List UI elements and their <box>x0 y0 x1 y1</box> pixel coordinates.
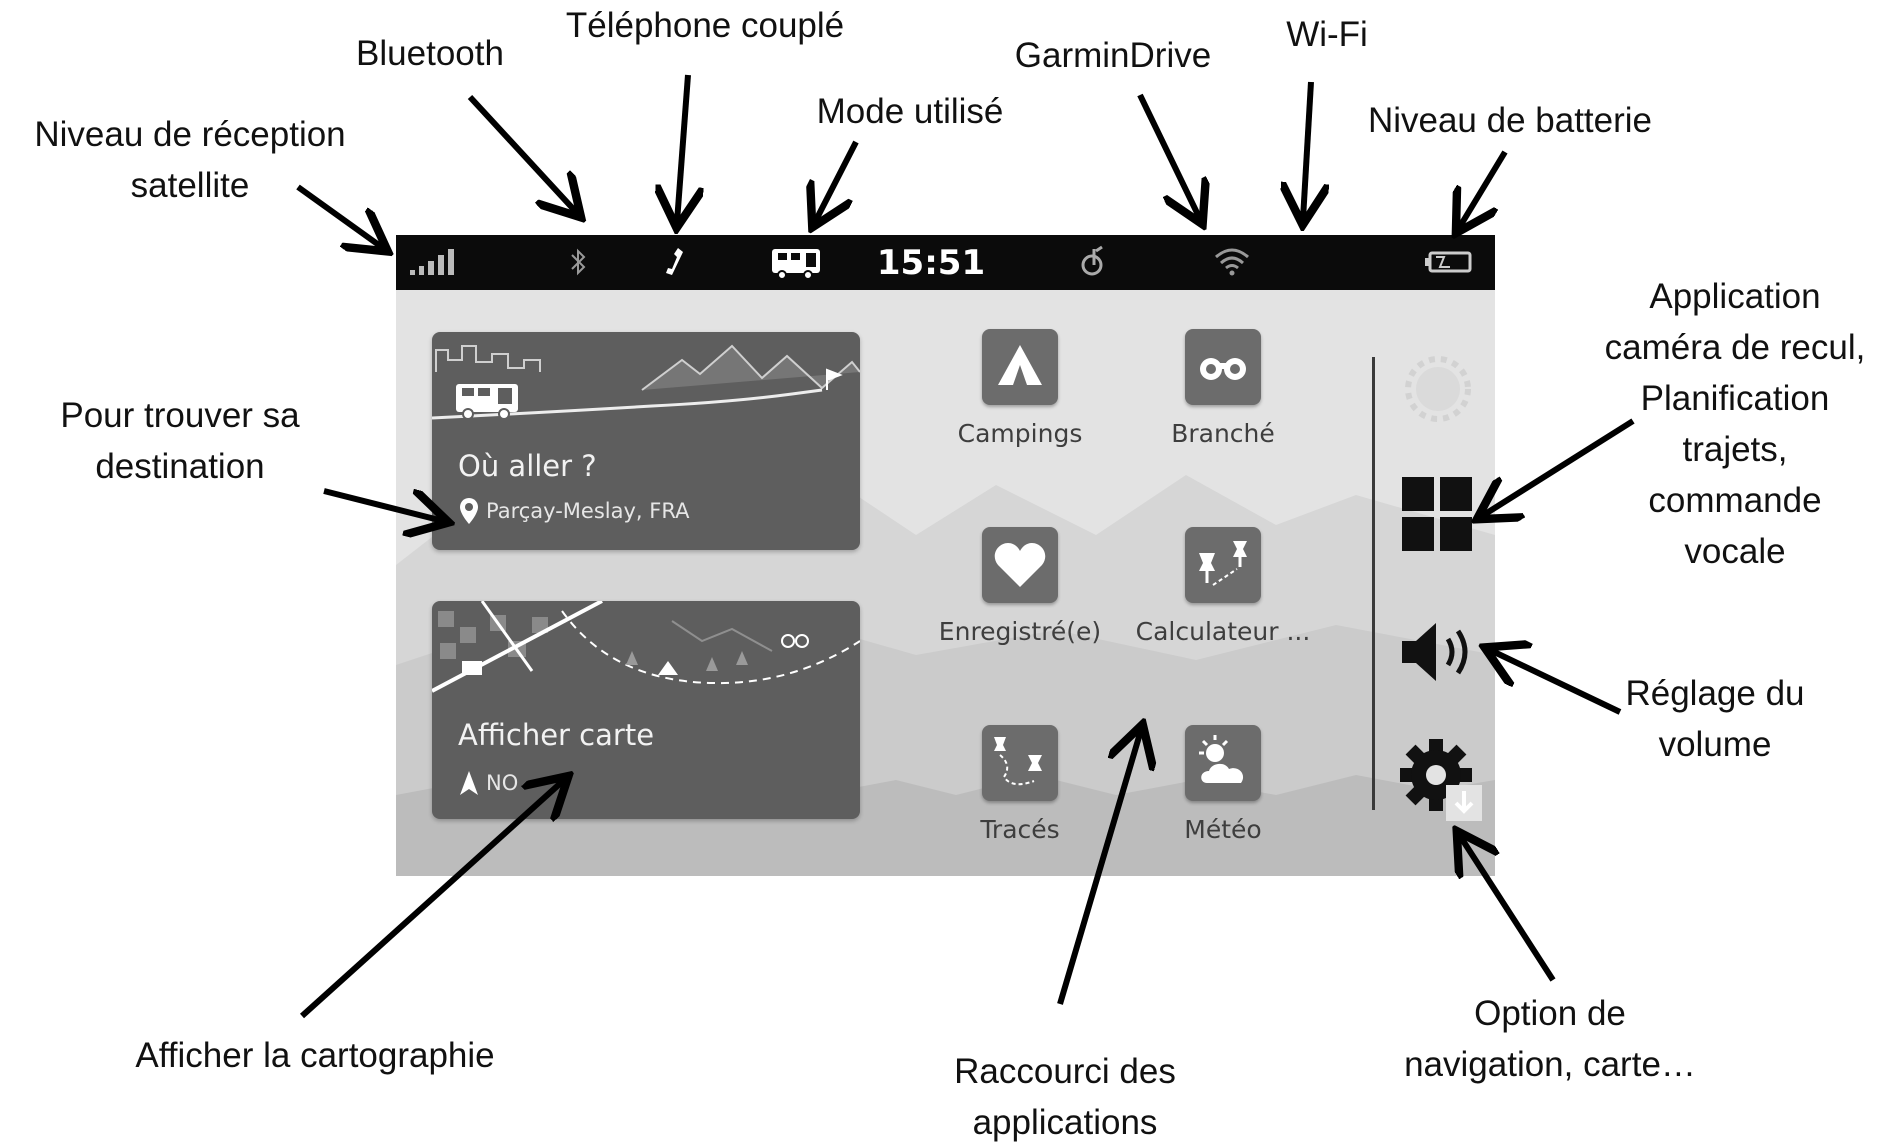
app-calculator[interactable]: Calculateur ... <box>1123 527 1323 667</box>
label-shortcuts: Raccourci des applications <box>920 1046 1210 1148</box>
signal-bars-icon <box>410 249 454 275</box>
label-wifi: Wi-Fi <box>1262 9 1392 60</box>
app-branche[interactable]: Branché <box>1123 329 1323 469</box>
label-volume-line2: volume <box>1658 725 1772 764</box>
app-label: Calculateur ... <box>1135 617 1311 646</box>
sidebar-divider <box>1372 357 1375 810</box>
north-arrow-icon <box>460 771 478 795</box>
apps-grid-icon[interactable] <box>1400 475 1474 555</box>
where-to-title: Où aller ? <box>458 449 597 483</box>
label-garmindrive-text: GarminDrive <box>1014 36 1212 75</box>
garmindrive-icon <box>1081 245 1103 276</box>
label-destination: Pour trouver sa destination <box>20 390 340 492</box>
map-illustration <box>432 601 860 693</box>
label-apps-line3: Planification <box>1640 379 1830 418</box>
heart-icon <box>982 527 1058 603</box>
app-campings[interactable]: Campings <box>920 329 1120 469</box>
arrow-bluetooth <box>467 94 577 213</box>
label-bluetooth-text: Bluetooth <box>356 34 504 73</box>
label-mode: Mode utilisé <box>780 86 1040 137</box>
arrow-destination <box>323 488 443 521</box>
label-volume-line1: Réglage du <box>1625 674 1805 713</box>
label-settings-line2: navigation, carte… <box>1404 1045 1696 1084</box>
app-tracks[interactable]: Tracés <box>920 725 1120 865</box>
device-screen: 15:51 <box>396 235 1495 876</box>
status-bar: 15:51 <box>396 235 1495 290</box>
label-apps-line5: commande <box>1648 481 1822 520</box>
label-bluetooth: Bluetooth <box>320 28 540 79</box>
label-garmindrive: GarminDrive <box>988 30 1238 81</box>
location-pin-icon <box>460 498 478 524</box>
label-shortcuts-line1: Raccourci des <box>954 1052 1176 1091</box>
app-saved[interactable]: Enregistré(e) <box>920 527 1120 667</box>
arrow-battery <box>1459 150 1508 228</box>
label-settings: Option de navigation, carte… <box>1380 988 1720 1090</box>
arrow-map <box>299 780 564 1019</box>
camper-landscape-illustration <box>432 344 860 420</box>
arrow-settings <box>1460 836 1556 982</box>
view-map-card[interactable]: Afficher carte NO <box>432 601 860 819</box>
arrow-wifi <box>1303 81 1311 219</box>
bluetooth-icon <box>571 248 586 276</box>
label-satellite: Niveau de réception satellite <box>10 109 370 211</box>
arrow-garmindrive <box>1137 93 1200 219</box>
app-label: Campings <box>957 419 1083 448</box>
arrow-shortcuts <box>1057 730 1141 1005</box>
camper-van-icon <box>772 249 820 280</box>
label-wifi-text: Wi-Fi <box>1286 15 1368 54</box>
arrow-volume <box>1490 650 1622 715</box>
label-apps-line6: vocale <box>1684 532 1786 571</box>
label-apps-line4: trajets, <box>1682 430 1788 469</box>
app-label: Enregistré(e) <box>938 617 1102 646</box>
label-apps-button: Application caméra de recul, Planificati… <box>1565 271 1893 577</box>
label-satellite-line1: Niveau de réception <box>34 115 346 154</box>
label-satellite-line2: satellite <box>130 166 250 205</box>
battery-icon <box>1425 251 1472 273</box>
heading-text: NO <box>486 771 519 795</box>
brightness-icon[interactable] <box>1396 347 1480 431</box>
label-map: Afficher la cartographie <box>100 1030 530 1081</box>
label-apps-line2: caméra de recul, <box>1604 328 1866 367</box>
phone-icon <box>666 248 683 275</box>
label-phone-text: Téléphone couplé <box>565 6 845 45</box>
arrow-apps-button <box>1482 418 1635 516</box>
label-map-text: Afficher la cartographie <box>135 1036 495 1075</box>
binoculars-icon <box>1185 329 1261 405</box>
where-to-card[interactable]: Où aller ? Parçay-Meslay, FRA <box>432 332 860 550</box>
volume-icon[interactable] <box>1398 615 1482 689</box>
wifi-icon <box>1215 248 1249 276</box>
view-map-heading: NO <box>458 769 518 797</box>
label-destination-line2: destination <box>95 447 265 486</box>
tent-icon <box>982 329 1058 405</box>
label-shortcuts-line2: applications <box>972 1103 1158 1142</box>
settings-gear-icon[interactable] <box>1396 735 1486 825</box>
arrow-mode <box>815 140 859 222</box>
location-text: Parçay-Meslay, FRA <box>486 499 690 523</box>
arrow-satellite <box>296 184 383 248</box>
label-mode-text: Mode utilisé <box>816 92 1004 131</box>
label-battery: Niveau de batterie <box>1330 95 1690 146</box>
app-label: Branché <box>1171 419 1275 448</box>
label-settings-line1: Option de <box>1474 994 1626 1033</box>
app-weather[interactable]: Météo <box>1123 725 1323 865</box>
label-destination-line1: Pour trouver sa <box>60 396 300 435</box>
label-battery-text: Niveau de batterie <box>1367 101 1653 140</box>
label-volume: Réglage du volume <box>1580 668 1850 770</box>
view-map-title: Afficher carte <box>458 718 655 752</box>
track-pins-icon <box>982 725 1058 801</box>
app-label: Météo <box>1184 815 1262 844</box>
label-phone: Téléphone couplé <box>540 0 870 51</box>
app-label: Tracés <box>980 815 1060 844</box>
route-pins-icon <box>1185 527 1261 603</box>
where-to-location: Parçay-Meslay, FRA <box>458 497 689 525</box>
weather-icon <box>1185 725 1261 801</box>
label-apps-line1: Application <box>1649 277 1821 316</box>
status-time: 15:51 <box>876 242 986 283</box>
arrow-phone <box>677 74 688 222</box>
